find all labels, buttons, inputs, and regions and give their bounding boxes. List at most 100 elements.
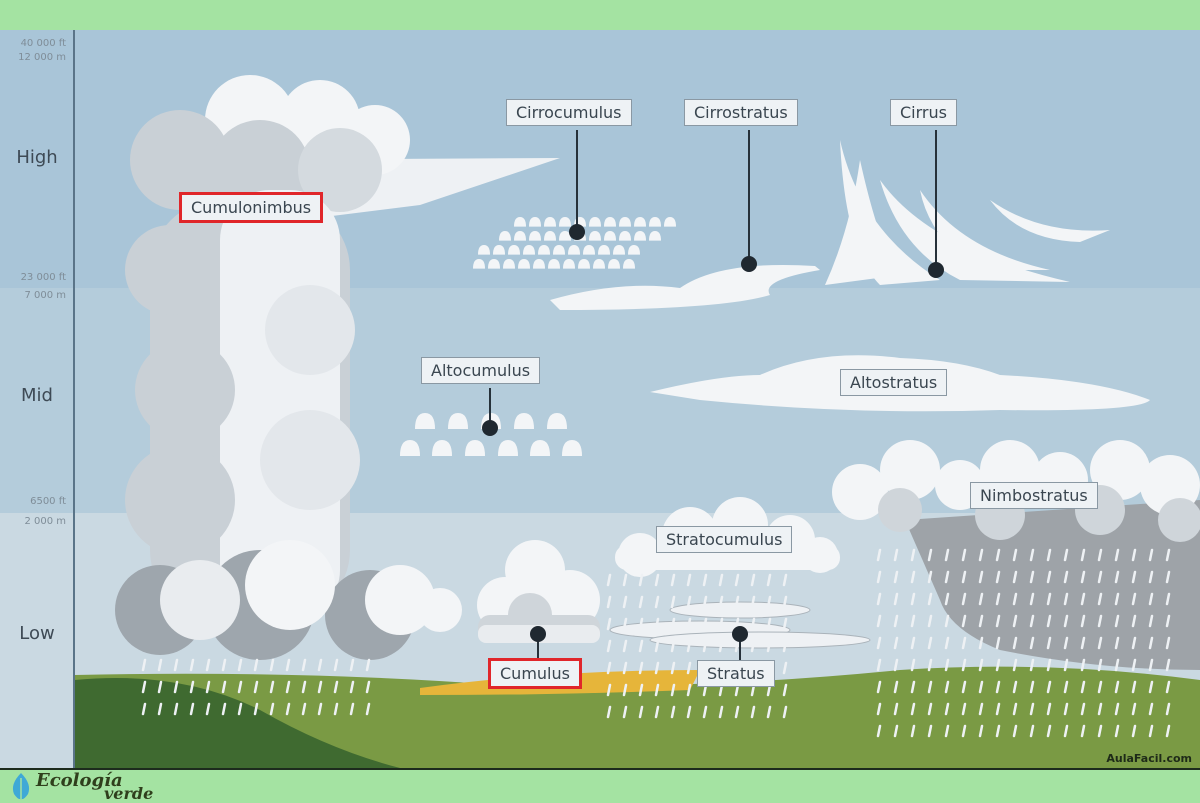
raindrop (189, 680, 195, 694)
raindrop (253, 680, 259, 694)
cloudlet (559, 231, 571, 241)
raindrop (189, 658, 195, 672)
raindrop (1148, 548, 1154, 562)
raindrop (301, 702, 307, 716)
raindrop (205, 658, 211, 672)
raindrop (157, 702, 163, 716)
raindrop (670, 573, 676, 587)
raindrop (1063, 548, 1069, 562)
raindrop (1165, 724, 1171, 738)
raindrop (269, 658, 275, 672)
bottom-band: Ecología verde (0, 768, 1200, 803)
raindrop (1114, 548, 1120, 562)
raindrop (876, 614, 882, 628)
label-stratocumulus: Stratocumulus (656, 526, 793, 553)
ecologia-verde-logo[interactable]: Ecología verde (10, 770, 153, 803)
raindrop (927, 570, 933, 584)
cloudlet (598, 245, 610, 255)
raindrop (893, 658, 899, 672)
raindrop (782, 705, 788, 719)
logo-text-line1: Ecología (36, 770, 123, 791)
cloudlet (529, 217, 541, 227)
raindrop (876, 702, 882, 716)
raindrop (1012, 724, 1018, 738)
raindrop (1063, 570, 1069, 584)
cloudlet (465, 440, 485, 456)
raindrop (606, 617, 612, 631)
raindrop (995, 614, 1001, 628)
cloudlet (518, 259, 530, 269)
raindrop (1131, 548, 1137, 562)
raindrop (1148, 614, 1154, 628)
rain (141, 548, 1171, 738)
raindrop (910, 570, 916, 584)
raindrop (1080, 614, 1086, 628)
raindrop (893, 592, 899, 606)
raindrop (670, 661, 676, 675)
label-cirrocumulus: Cirrocumulus (506, 99, 632, 126)
raindrop (1012, 702, 1018, 716)
cloudlet (604, 231, 616, 241)
raindrop (995, 570, 1001, 584)
raindrop (654, 617, 660, 631)
raindrop (205, 702, 211, 716)
raindrop (702, 573, 708, 587)
raindrop (686, 573, 692, 587)
raindrop (893, 636, 899, 650)
raindrop (995, 636, 1001, 650)
raindrop (1046, 680, 1052, 694)
raindrop (1046, 658, 1052, 672)
raindrop (1029, 548, 1035, 562)
raindrop (285, 658, 291, 672)
raindrop (221, 680, 227, 694)
raindrop (1148, 724, 1154, 738)
raindrop (910, 724, 916, 738)
raindrop (876, 658, 882, 672)
label-cirrus: Cirrus (890, 99, 957, 126)
raindrop (1114, 724, 1120, 738)
raindrop (638, 617, 644, 631)
raindrop (766, 639, 772, 653)
raindrop (173, 702, 179, 716)
raindrop (766, 573, 772, 587)
raindrop (1097, 614, 1103, 628)
raindrop (910, 548, 916, 562)
raindrop (1029, 636, 1035, 650)
raindrop (876, 592, 882, 606)
raindrop (782, 595, 788, 609)
raindrop (734, 639, 740, 653)
raindrop (1097, 548, 1103, 562)
raindrop (1114, 680, 1120, 694)
raindrop (734, 705, 740, 719)
raindrop (702, 595, 708, 609)
raindrop (1029, 570, 1035, 584)
raindrop (237, 658, 243, 672)
cloudlet (634, 231, 646, 241)
raindrop (1063, 636, 1069, 650)
cloudlet (514, 413, 534, 429)
raindrop (944, 592, 950, 606)
raindrop (173, 680, 179, 694)
cloudlet (488, 259, 500, 269)
raindrop (1165, 548, 1171, 562)
cloudlet (593, 259, 605, 269)
cloudlet (623, 259, 635, 269)
raindrop (782, 573, 788, 587)
raindrop (1097, 592, 1103, 606)
raindrop (141, 680, 147, 694)
raindrop (1012, 680, 1018, 694)
raindrop (1114, 658, 1120, 672)
raindrop (622, 617, 628, 631)
raindrop (1080, 548, 1086, 562)
cloudlet (608, 259, 620, 269)
raindrop (1165, 570, 1171, 584)
cloudlet (634, 217, 646, 227)
raindrop (1063, 658, 1069, 672)
raindrop (978, 592, 984, 606)
raindrop (718, 639, 724, 653)
raindrop (910, 636, 916, 650)
raindrop (1165, 592, 1171, 606)
level-low: Low (19, 623, 55, 644)
raindrop (750, 595, 756, 609)
cirrostratus-cloud (550, 264, 820, 310)
